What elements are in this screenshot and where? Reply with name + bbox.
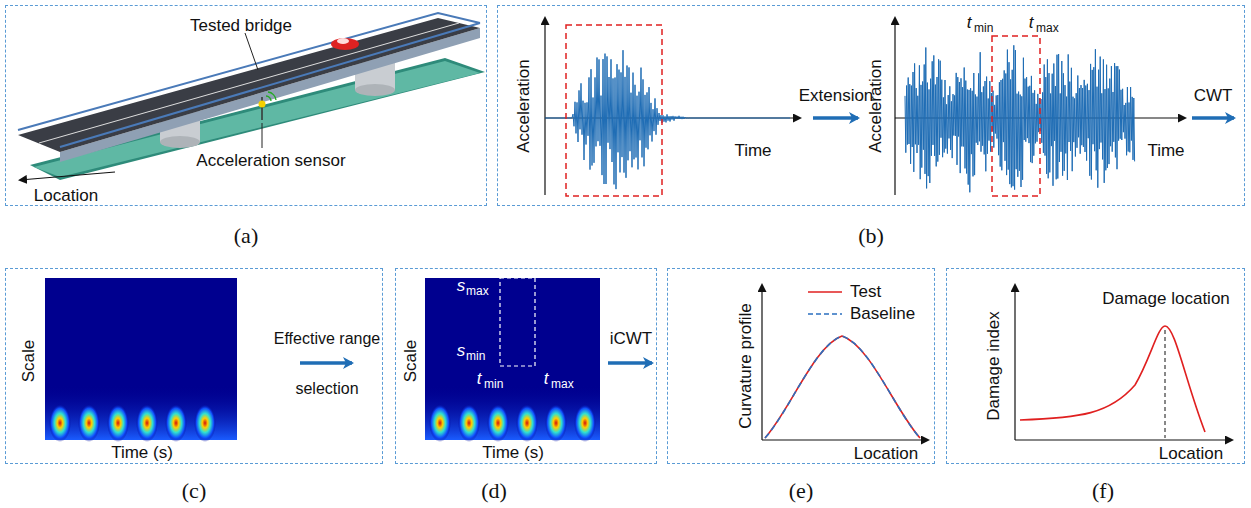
axis-label: t (477, 370, 482, 389)
axis-label: Location (34, 187, 98, 206)
legend-sample (808, 313, 842, 315)
axis-label: Acceleration (867, 59, 886, 153)
process-arrow (1192, 116, 1234, 120)
axes (762, 285, 1232, 440)
panel-f: Damage indexDamage locationLocation(f) (946, 268, 1245, 464)
axis-label: Time (1147, 142, 1184, 161)
panel-label: (b) (858, 224, 884, 248)
axis-label: Acceleration (515, 59, 534, 153)
process-arrow (300, 361, 352, 365)
axis-label: Time (734, 142, 771, 161)
axis-label: Time (s) (482, 444, 544, 463)
effective-range-box (500, 278, 535, 366)
axis-label: Extension (799, 87, 874, 106)
extended-signal (905, 45, 1135, 192)
axis-label: Time (s) (111, 444, 173, 463)
acceleration-sensor (259, 101, 266, 108)
panel-label: (a) (234, 224, 258, 248)
test-curve (765, 336, 920, 438)
sensor-rod (261, 97, 263, 120)
axis-label: iCWT (610, 330, 652, 349)
axis-label: Scale (402, 340, 421, 383)
car (331, 38, 359, 50)
process-arrow (608, 361, 652, 365)
axis-label: Damage index (985, 311, 1004, 421)
axis-label: Curvature profile (737, 303, 756, 429)
legend-sample (808, 291, 842, 293)
deck-side (60, 28, 480, 162)
process-arrow (813, 116, 858, 120)
axis-label: t (1029, 14, 1034, 33)
panel-label: (e) (789, 479, 813, 503)
subscript: max (1036, 22, 1059, 35)
selection-box (566, 25, 662, 196)
panel-b: AccelerationTimeExtensionAccelerationtmi… (497, 5, 1245, 206)
subscript: max (466, 285, 489, 298)
subscript: min (466, 350, 485, 363)
selection-box (992, 36, 1040, 196)
panel-c: ScaleTime (s)Effective range selection(c… (5, 268, 383, 464)
location-arrow (20, 172, 115, 180)
axis-label: Location (1159, 445, 1223, 464)
leader-line (262, 123, 263, 148)
axis-label: s (457, 342, 466, 361)
lane-line (39, 23, 459, 143)
subscript: min (484, 378, 503, 391)
damage-marker (1165, 330, 1166, 438)
panel-e: Curvature profileLocation(e) (667, 268, 935, 464)
axis-label: t (544, 370, 549, 389)
panel-label: (d) (481, 479, 507, 503)
panel-d: ScalesmaxsmintmintmaxTime (s)iCWT(d) (395, 268, 657, 464)
axis-label: CWT (1194, 87, 1233, 106)
axis-label: Tested bridge (190, 17, 292, 36)
baseline-curve (765, 336, 920, 438)
scalogram (425, 278, 600, 440)
damage-index-curve (1020, 326, 1205, 432)
axis-label: s (457, 277, 466, 296)
subscript: min (974, 22, 993, 35)
deck-top (18, 18, 480, 152)
legend-text: Test (850, 283, 881, 302)
panel-label: (c) (182, 479, 206, 503)
legend-text: Baseline (850, 305, 915, 324)
axis-label: Scale (20, 340, 39, 383)
acceleration-signal (545, 50, 790, 189)
axes (545, 18, 1185, 195)
panel-a: Tested bridgeAcceleration sensorLocation… (5, 5, 487, 206)
railing (18, 13, 480, 130)
axis-label: t (967, 14, 972, 33)
leader-line (245, 33, 258, 70)
subscript: max (551, 378, 574, 391)
panel-label: (f) (1092, 479, 1114, 503)
axis-label: Damage location (1102, 290, 1230, 309)
axis-label: Effective range selection (266, 314, 388, 414)
axis-label: Location (854, 445, 918, 464)
railing (60, 23, 480, 147)
axis-label: Acceleration sensor (196, 152, 345, 171)
